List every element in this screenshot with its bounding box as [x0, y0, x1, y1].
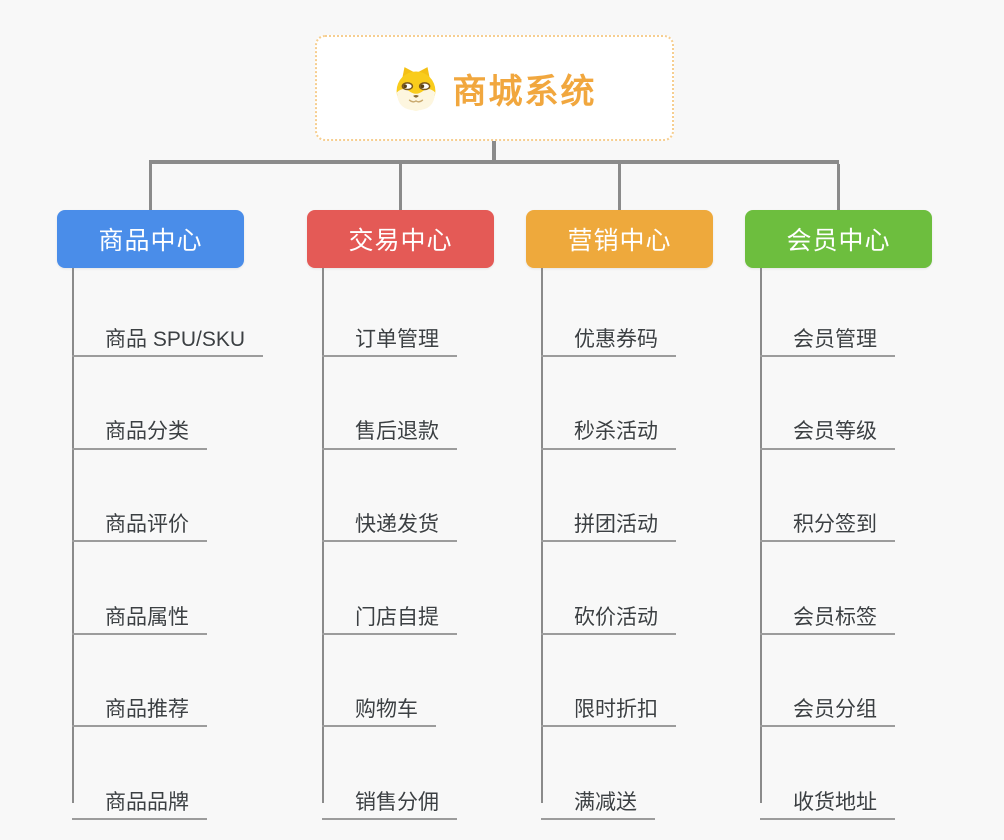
leaf-item[interactable]: 售后退款 — [322, 407, 457, 450]
branch-label: 会员中心 — [786, 227, 891, 255]
branch-node-marketing-center[interactable]: 营销中心 — [526, 210, 713, 268]
leaf-item[interactable]: 商品属性 — [72, 592, 207, 635]
leaf-item[interactable]: 商品 SPU/SKU — [72, 314, 264, 357]
shiba-dog-icon — [396, 67, 435, 111]
leaf-item[interactable]: 积分签到 — [760, 499, 895, 543]
connector-drop-marketing — [618, 164, 621, 211]
connector-drop-trade — [399, 164, 402, 211]
connector-trunk-trade — [322, 268, 324, 803]
connector-trunk-marketing — [541, 268, 543, 803]
leaf-item[interactable]: 购物车 — [322, 684, 436, 728]
branch-node-member-center[interactable]: 会员中心 — [745, 210, 932, 268]
root-node[interactable]: 商城系统 — [315, 35, 674, 141]
connector-drop-product — [149, 164, 152, 211]
leaf-item[interactable]: 优惠券码 — [541, 314, 676, 357]
leaf-item[interactable]: 会员管理 — [760, 314, 895, 357]
leaf-item[interactable]: 秒杀活动 — [541, 407, 676, 450]
leaf-item[interactable]: 商品推荐 — [72, 684, 207, 728]
leaf-item[interactable]: 拼团活动 — [541, 499, 676, 543]
leaf-item[interactable]: 会员标签 — [760, 592, 895, 635]
branch-children-marketing: 优惠券码 秒杀活动 拼团活动 砍价活动 限时折扣 满减送 — [541, 314, 676, 820]
leaf-item[interactable]: 商品评价 — [72, 499, 207, 543]
connector-bus — [149, 160, 839, 164]
branch-label: 交易中心 — [348, 227, 453, 255]
connector-trunk-member — [760, 268, 762, 803]
leaf-item[interactable]: 门店自提 — [322, 592, 457, 635]
connector-trunk-product — [72, 268, 74, 803]
branch-node-product-center[interactable]: 商品中心 — [57, 210, 244, 268]
leaf-item[interactable]: 限时折扣 — [541, 684, 676, 728]
leaf-item[interactable]: 会员等级 — [760, 407, 895, 450]
leaf-item[interactable]: 收货地址 — [760, 777, 895, 820]
connector-drop-member — [837, 164, 840, 211]
connector-root-stem — [492, 141, 496, 162]
branch-label: 营销中心 — [567, 227, 672, 255]
leaf-item[interactable]: 快递发货 — [322, 499, 457, 543]
leaf-item[interactable]: 砍价活动 — [541, 592, 676, 635]
leaf-item[interactable]: 商品分类 — [72, 407, 207, 450]
root-title: 商城系统 — [452, 72, 597, 111]
leaf-item[interactable]: 会员分组 — [760, 684, 895, 728]
leaf-item[interactable]: 商品品牌 — [72, 777, 207, 820]
branch-children-member: 会员管理 会员等级 积分签到 会员标签 会员分组 收货地址 — [760, 314, 895, 820]
branch-children-product: 商品 SPU/SKU 商品分类 商品评价 商品属性 商品推荐 商品品牌 — [72, 314, 264, 820]
branch-label: 商品中心 — [98, 227, 203, 255]
branch-node-trade-center[interactable]: 交易中心 — [307, 210, 494, 268]
leaf-item[interactable]: 销售分佣 — [322, 777, 457, 820]
branch-children-trade: 订单管理 售后退款 快递发货 门店自提 购物车 销售分佣 — [322, 314, 457, 820]
leaf-item[interactable]: 订单管理 — [322, 314, 457, 357]
leaf-item[interactable]: 满减送 — [541, 777, 655, 820]
